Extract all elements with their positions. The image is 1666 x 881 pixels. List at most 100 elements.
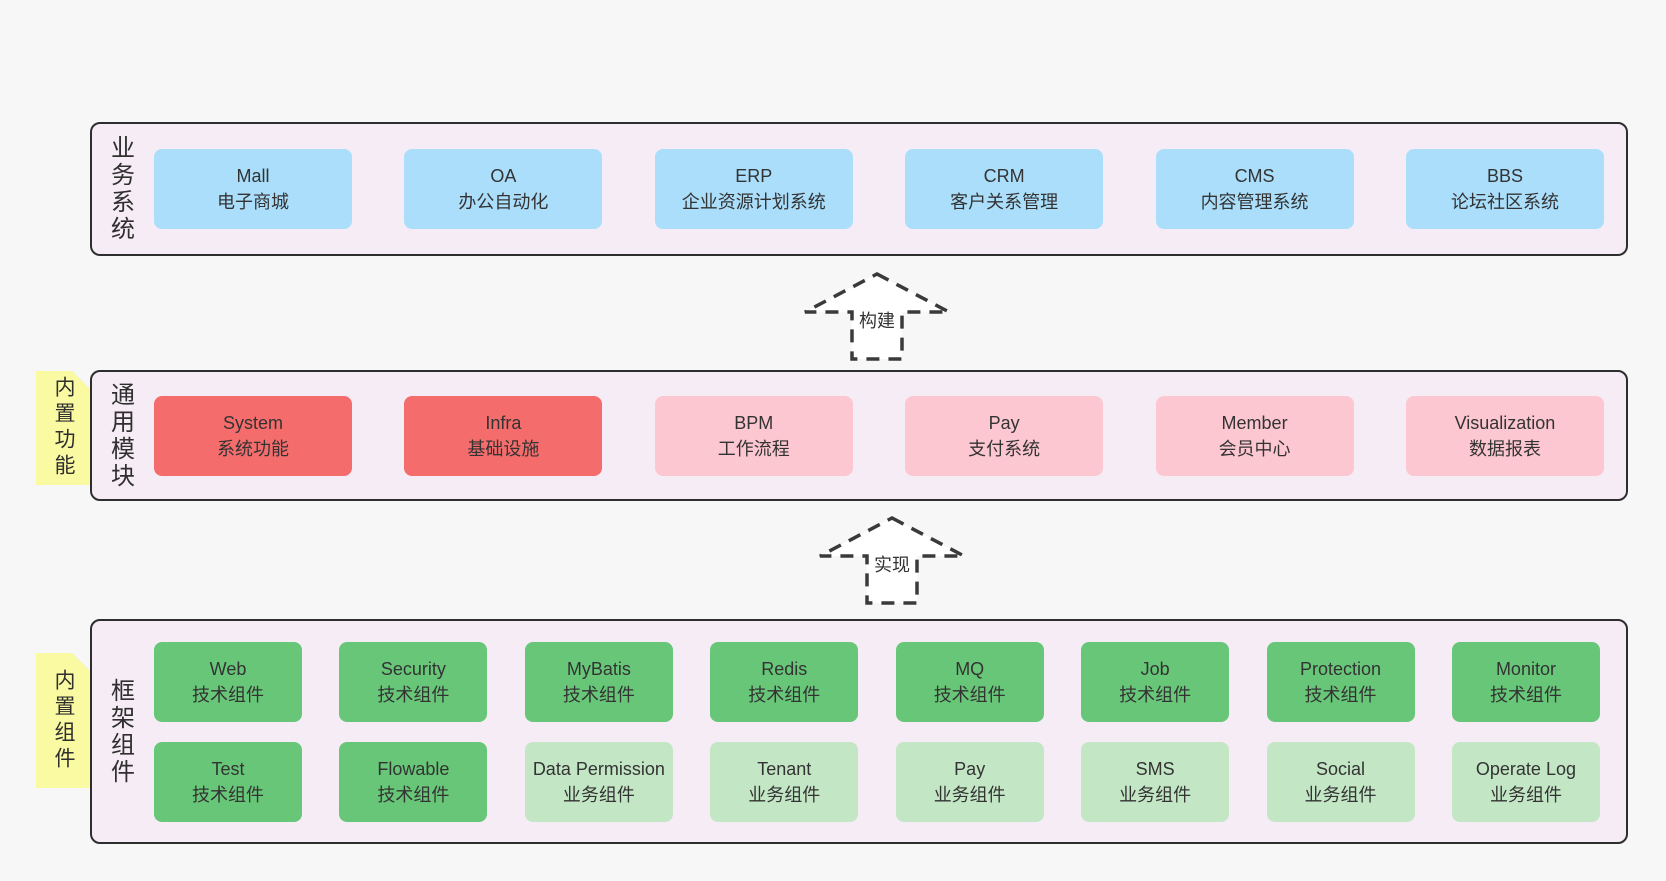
- box-mybatis: MyBatis 技术组件: [524, 641, 673, 722]
- box-desc: 业务组件: [1489, 784, 1562, 805]
- box-system: System 系统功能: [154, 395, 352, 476]
- framework-components-rows: Web 技术组件 Security 技术组件 MyBatis 技术组件 Redi…: [148, 621, 1626, 842]
- sticky-note-builtin-components: 内置组件: [36, 653, 90, 788]
- box-desc: 技术组件: [192, 784, 264, 805]
- box-data-permission: Data Permission 业务组件: [524, 741, 673, 822]
- box-bpm: BPM 工作流程: [654, 395, 853, 476]
- box-desc: 内容管理系统: [1200, 192, 1309, 212]
- arrow-implement-label: 实现: [872, 551, 912, 577]
- box-member: Member 会员中心: [1155, 395, 1354, 476]
- band-common-modules: 通用模块 System 系统功能 Infra 基础设施 BPM 工作流程 Pay…: [90, 370, 1628, 501]
- box-protection: Protection 技术组件: [1266, 641, 1415, 722]
- box-visualization: Visualization 数据报表: [1405, 395, 1604, 476]
- box-desc: 业务组件: [748, 784, 821, 805]
- box-name: SMS: [1135, 758, 1175, 779]
- box-tenant: Tenant 业务组件: [710, 741, 859, 822]
- box-desc: 数据报表: [1468, 438, 1541, 459]
- box-desc: 业务组件: [933, 784, 1006, 805]
- box-name: BBS: [1486, 166, 1523, 186]
- box-desc: 会员中心: [1218, 438, 1291, 459]
- box-name: MQ: [955, 658, 985, 679]
- box-cms: CMS 内容管理系统: [1155, 149, 1354, 229]
- box-erp: ERP 企业资源计划系统: [654, 149, 853, 229]
- arrow-build-label: 构建: [857, 307, 897, 333]
- box-name: Test: [211, 758, 245, 779]
- box-operate-log: Operate Log 业务组件: [1451, 741, 1600, 822]
- box-monitor: Monitor 技术组件: [1451, 641, 1600, 722]
- box-desc: 支付系统: [968, 438, 1041, 459]
- box-desc: 技术组件: [933, 684, 1006, 705]
- box-name: Member: [1221, 412, 1288, 433]
- box-name: System: [222, 412, 283, 433]
- box-name: Social: [1316, 758, 1366, 779]
- arrow-implement: 实现: [817, 515, 967, 607]
- box-desc: 基础设施: [467, 438, 540, 459]
- sticky-note-builtin-features: 内置功能: [36, 371, 90, 485]
- box-name: Web: [209, 658, 247, 679]
- box-name: Flowable: [377, 758, 450, 779]
- box-name: MyBatis: [566, 658, 631, 679]
- box-name: Pay: [988, 412, 1020, 433]
- band-label-business-systems: 业务系统: [106, 135, 134, 243]
- box-name: Visualization: [1454, 412, 1556, 433]
- business-systems-boxes: Mall 电子商城 OA 办公自动化 ERP 企业资源计划系统 CRM 客户关系…: [148, 124, 1626, 254]
- box-security: Security 技术组件: [339, 641, 488, 722]
- box-name: OA: [490, 166, 517, 186]
- box-job: Job 技术组件: [1081, 641, 1230, 722]
- band-label-common-modules: 通用模块: [106, 381, 134, 490]
- band-business-systems: 业务系统 Mall 电子商城 OA 办公自动化 ERP 企业资源计划系统 CRM…: [90, 122, 1628, 256]
- box-desc: 论坛社区系统: [1450, 192, 1559, 212]
- box-desc: 技术组件: [1489, 684, 1562, 705]
- box-redis: Redis 技术组件: [710, 641, 859, 722]
- box-mq: MQ 技术组件: [895, 641, 1044, 722]
- box-desc: 技术组件: [192, 684, 264, 705]
- common-modules-boxes: System 系统功能 Infra 基础设施 BPM 工作流程 Pay 支付系统…: [148, 372, 1626, 499]
- box-desc: 技术组件: [1304, 684, 1377, 705]
- components-row-1: Web 技术组件 Security 技术组件 MyBatis 技术组件 Redi…: [154, 641, 1600, 722]
- box-name: ERP: [735, 166, 773, 186]
- band-label-framework-components: 框架组件: [106, 677, 134, 786]
- box-bbs: BBS 论坛社区系统: [1405, 149, 1604, 229]
- box-name: Security: [380, 658, 446, 679]
- box-desc: 工作流程: [717, 438, 790, 459]
- box-desc: 技术组件: [377, 784, 450, 805]
- box-name: CRM: [983, 166, 1025, 186]
- box-name: Tenant: [757, 758, 812, 779]
- box-desc: 业务组件: [1119, 784, 1192, 805]
- box-infra: Infra 基础设施: [404, 395, 603, 476]
- box-name: CMS: [1234, 166, 1275, 186]
- box-desc: 技术组件: [562, 684, 635, 705]
- box-desc: 电子商城: [217, 192, 289, 212]
- box-flowable: Flowable 技术组件: [339, 741, 488, 822]
- box-name: Infra: [485, 412, 522, 433]
- box-sms: SMS 业务组件: [1081, 741, 1230, 822]
- box-pay-system: Pay 支付系统: [905, 395, 1104, 476]
- box-name: Protection: [1300, 658, 1382, 679]
- box-desc: 技术组件: [377, 684, 450, 705]
- box-desc: 办公自动化: [458, 192, 549, 212]
- box-web: Web 技术组件: [154, 641, 302, 722]
- box-social: Social 业务组件: [1266, 741, 1415, 822]
- box-pay-component: Pay 业务组件: [895, 741, 1044, 822]
- box-desc: 系统功能: [217, 438, 289, 459]
- box-desc: 业务组件: [1304, 784, 1377, 805]
- box-name: Job: [1140, 658, 1170, 679]
- box-desc: 企业资源计划系统: [681, 192, 826, 212]
- box-crm: CRM 客户关系管理: [905, 149, 1104, 229]
- box-name: Mall: [236, 166, 270, 186]
- box-name: Pay: [954, 758, 986, 779]
- box-name: Operate Log: [1475, 758, 1576, 779]
- box-mall: Mall 电子商城: [154, 149, 352, 229]
- box-desc: 业务组件: [562, 784, 635, 805]
- box-name: BPM: [734, 412, 774, 433]
- box-name: Monitor: [1495, 658, 1556, 679]
- box-test: Test 技术组件: [154, 741, 302, 822]
- band-framework-components: 框架组件 Web 技术组件 Security 技术组件 MyBatis 技术组件…: [90, 619, 1628, 844]
- components-row-2: Test 技术组件 Flowable 技术组件 Data Permission …: [154, 741, 1600, 822]
- arrow-build: 构建: [802, 271, 952, 363]
- box-oa: OA 办公自动化: [404, 149, 603, 229]
- box-desc: 技术组件: [748, 684, 821, 705]
- box-desc: 客户关系管理: [950, 192, 1059, 212]
- box-name: Redis: [761, 658, 808, 679]
